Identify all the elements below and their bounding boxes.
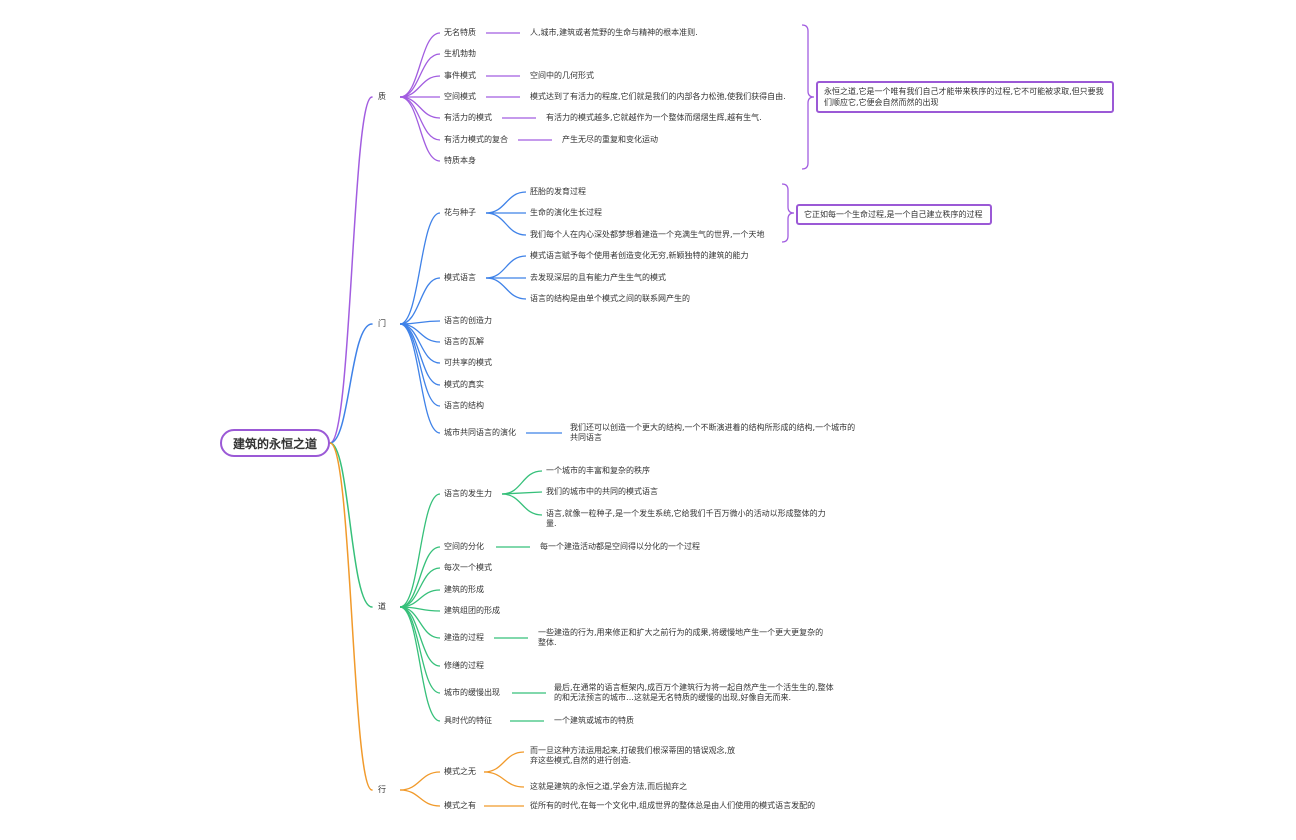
xing-wu-detail[interactable]: 而一旦这种方法运用起来,打破我们根深蒂固的错误观念,放弃这些模式,自然的进行创造… <box>530 746 736 765</box>
men-item[interactable]: 城市共同语言的演化 <box>444 428 516 437</box>
dao-item[interactable]: 建筑组团的形成 <box>444 606 500 615</box>
men-flower-detail[interactable]: 胚胎的发育过程 <box>530 187 586 196</box>
men-item[interactable]: 花与种子 <box>444 208 476 217</box>
branch-xing[interactable]: 行 <box>378 785 386 794</box>
dao-generative-detail[interactable]: 一个城市的丰富和复杂的秩序 <box>546 466 650 475</box>
dao-item[interactable]: 建筑的形成 <box>444 585 484 594</box>
dao-era-detail[interactable]: 一个建筑或城市的特质 <box>554 716 634 725</box>
zhi-item[interactable]: 事件模式 <box>444 71 476 80</box>
men-language-detail[interactable]: 模式语言赋予每个使用者创造变化无穷,新颖独特的建筑的能力 <box>530 251 749 260</box>
dao-city-detail[interactable]: 最后,在通常的语言框架内,成百万个建筑行为将一起自然产生一个活生生的,整体的和无… <box>554 683 834 702</box>
xing-item[interactable]: 模式之有 <box>444 801 476 810</box>
men-flower-detail[interactable]: 生命的演化生长过程 <box>530 208 602 217</box>
zhi-detail[interactable]: 有活力的模式越多,它就越作为一个整体而熠熠生辉,越有生气. <box>546 113 762 122</box>
zhi-item[interactable]: 特质本身 <box>444 156 476 165</box>
zhi-item[interactable]: 生机勃勃 <box>444 49 476 58</box>
dao-item[interactable]: 城市的缓慢出现 <box>444 688 500 697</box>
branch-men[interactable]: 门 <box>378 319 386 328</box>
zhi-item[interactable]: 空间模式 <box>444 92 476 101</box>
zhi-detail[interactable]: 模式达到了有活力的程度,它们就是我们的内部各力松弛,使我们获得自由. <box>530 92 786 101</box>
dao-generative-detail[interactable]: 我们的城市中的共同的模式语言 <box>546 487 658 496</box>
dao-item[interactable]: 修缮的过程 <box>444 661 484 670</box>
branch-zhi[interactable]: 质 <box>378 92 386 101</box>
dao-item[interactable]: 语言的发生力 <box>444 489 492 498</box>
men-flower-detail[interactable]: 我们每个人在内心深处都梦想着建造一个充满生气的世界,一个天地 <box>530 230 765 239</box>
men-item[interactable]: 可共享的模式 <box>444 358 492 367</box>
zhi-item[interactable]: 无名特质 <box>444 28 476 37</box>
men-item[interactable]: 语言的结构 <box>444 401 484 410</box>
dao-item[interactable]: 建造的过程 <box>444 633 484 642</box>
men-item[interactable]: 语言的瓦解 <box>444 337 484 346</box>
men-item[interactable]: 模式的真实 <box>444 380 484 389</box>
xing-wu-detail[interactable]: 这就是建筑的永恒之道,学会方法,而后抛弃之 <box>530 782 688 791</box>
zhi-detail[interactable]: 人,城市,建筑或者荒野的生命与精神的根本准则. <box>530 28 698 37</box>
branch-dao[interactable]: 道 <box>378 602 386 611</box>
men-flower-note[interactable]: 它正如每一个生命过程,是一个自己建立秩序的过程 <box>796 204 992 225</box>
dao-generative-detail[interactable]: 语言,就像一粒种子,是一个发生系统,它给我们千百万微小的活动以形成整体的力量. <box>546 509 826 528</box>
dao-construction-detail[interactable]: 一些建造的行为,用来修正和扩大之前行为的成果,将缓慢地产生一个更大更复杂的整体. <box>538 628 824 647</box>
dao-item[interactable]: 每次一个模式 <box>444 563 492 572</box>
edge-root-zhi <box>329 96 373 444</box>
zhi-summary-note[interactable]: 永恒之道,它是一个唯有我们自己才能带来秩序的过程,它不可能被求取,但只要我们顺应… <box>816 81 1114 113</box>
xing-item[interactable]: 模式之无 <box>444 767 476 776</box>
zhi-detail[interactable]: 空间中的几何形式 <box>530 71 594 80</box>
zhi-item[interactable]: 有活力模式的复合 <box>444 135 508 144</box>
zhi-detail[interactable]: 产生无尽的重复和变化运动 <box>562 135 658 144</box>
men-city-detail[interactable]: 我们还可以创造一个更大的结构,一个不断演进着的结构所形成的结构,一个城市的共同语… <box>570 423 856 442</box>
dao-item[interactable]: 空间的分化 <box>444 542 484 551</box>
root-label: 建筑的永恒之道 <box>232 436 317 451</box>
men-item[interactable]: 模式语言 <box>444 273 476 282</box>
men-language-detail[interactable]: 去发现深层的且有能力产生生气的模式 <box>530 273 666 282</box>
men-item[interactable]: 语言的创造力 <box>444 316 492 325</box>
zhi-item[interactable]: 有活力的模式 <box>444 113 492 122</box>
edge-root-dao <box>329 442 373 608</box>
dao-differentiation-detail[interactable]: 每一个建造活动都是空间得以分化的一个过程 <box>540 542 700 551</box>
edge-root-men <box>329 323 373 444</box>
root-node[interactable]: 建筑的永恒之道 <box>220 429 330 457</box>
edge-root-xing <box>329 442 373 791</box>
men-language-detail[interactable]: 语言的结构是由单个模式之间的联系网产生的 <box>530 294 690 303</box>
dao-item[interactable]: 具时代的特征 <box>444 716 492 725</box>
xing-you-detail[interactable]: 從所有的时代,在每一个文化中,组成世界的整体总是由人们使用的模式语言发配的 <box>530 801 816 810</box>
